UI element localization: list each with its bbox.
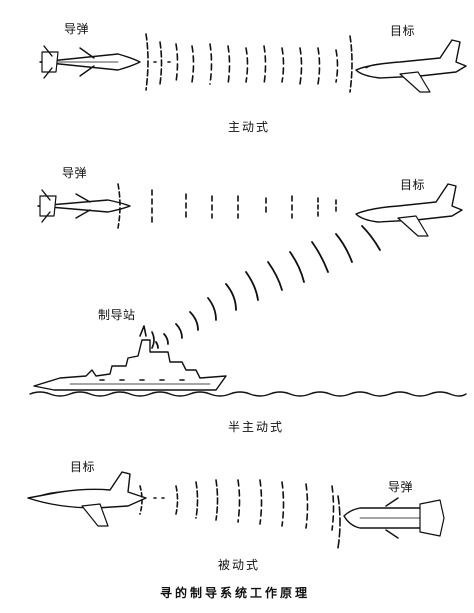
semi-active-reflected-waves <box>117 183 337 229</box>
passive-missile-label: 导弹 <box>388 480 414 494</box>
semi-active-target-label: 目标 <box>400 178 426 192</box>
semi-active-missile-label: 导弹 <box>62 166 88 180</box>
active-missile <box>39 45 141 79</box>
semi-active-caption: 半主动式 <box>228 420 285 434</box>
passive-target-label: 目标 <box>70 460 96 474</box>
active-signal-waves <box>145 33 353 93</box>
figure-caption: 寻的制导系统工作原理 <box>160 586 311 600</box>
passive-emission-waves <box>139 479 341 549</box>
passive-target-jet <box>27 471 147 527</box>
active-target-label: 目标 <box>390 24 416 38</box>
guidance-station-label: 制导站 <box>98 308 136 322</box>
passive-caption: 被动式 <box>218 558 261 572</box>
active-caption: 主动式 <box>228 120 271 134</box>
guidance-station-ship <box>33 325 227 391</box>
sea-waves <box>29 391 467 397</box>
active-target-jet <box>355 39 467 93</box>
passive-missile <box>343 497 445 539</box>
semi-active-illumination-waves <box>155 225 381 349</box>
active-missile-label: 导弹 <box>64 22 90 36</box>
semi-active-missile <box>37 189 131 223</box>
semi-active-target-jet <box>355 183 463 237</box>
